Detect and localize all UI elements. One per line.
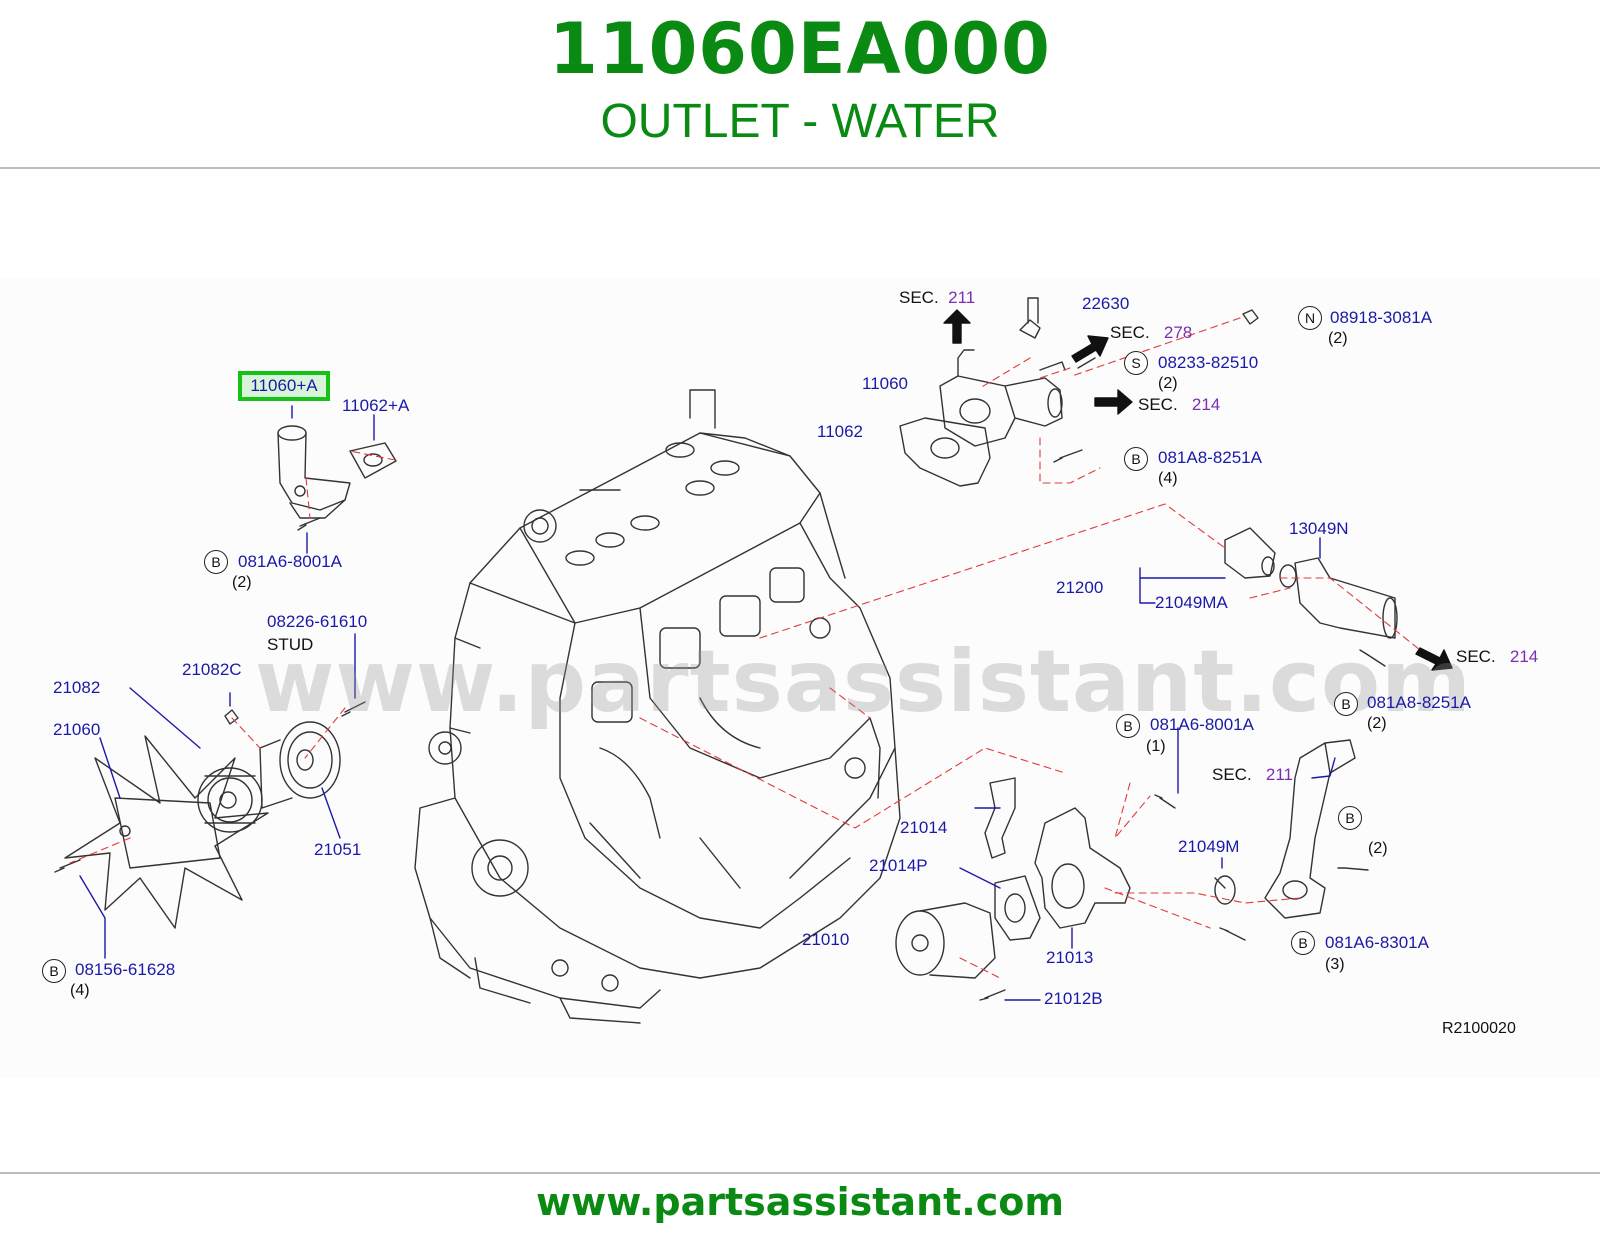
label-21049MA[interactable]: 21049MA [1155, 593, 1228, 612]
label-21012B[interactable]: 21012B [1044, 989, 1103, 1008]
sec-word: SEC. [1456, 647, 1496, 666]
highlighted-part-text: 11060+A [250, 376, 318, 395]
marker-n: N [1298, 306, 1322, 330]
sec-number: 211 [1265, 765, 1293, 784]
marker-b: B [42, 959, 66, 983]
label-11062[interactable]: 11062 [817, 422, 864, 441]
header-divider [0, 167, 1600, 169]
label-08233-82510[interactable]: 08233-82510 [1158, 353, 1259, 372]
sec-number: 214 [1191, 395, 1221, 414]
label-21013[interactable]: 21013 [1046, 948, 1094, 967]
thermostat-housing-drawing [899, 297, 1259, 487]
part-number-title: 11060EA000 [549, 8, 1051, 90]
diagram-reference-code: R2100020 [1442, 1020, 1516, 1037]
sec-211-bottom[interactable]: SEC. 211 [1212, 765, 1293, 785]
sec-word: SEC. [1212, 765, 1252, 784]
label-08226-61610[interactable]: 08226-61610 [267, 612, 368, 631]
marker-b: B [1291, 931, 1315, 955]
marker-b: B [1116, 714, 1140, 738]
fan-assembly-drawing [54, 633, 366, 959]
label-081A6-8301A[interactable]: 081A6-8301A [1325, 933, 1429, 952]
marker-b: B [204, 550, 228, 574]
sec-word: SEC. [899, 288, 939, 307]
qty-b-pipe: (2) [1368, 840, 1388, 857]
highlighted-part-label[interactable]: 11060+A [238, 371, 330, 401]
label-22630[interactable]: 22630 [1082, 294, 1130, 313]
label-081A6-8001A-mid[interactable]: 081A6-8001A [1150, 715, 1254, 734]
label-081A6-8001A-top[interactable]: 081A6-8001A [238, 552, 342, 571]
sec-278[interactable]: SEC. 278 [1110, 323, 1192, 343]
label-21014P[interactable]: 21014P [869, 856, 928, 875]
dashed-leaders [69, 317, 1421, 979]
section-arrows [943, 309, 1453, 671]
qty-08156-61628: (4) [70, 982, 90, 999]
sec-211-top[interactable]: SEC. 211 [899, 288, 975, 308]
label-11060[interactable]: 11060 [862, 374, 909, 393]
label-21010[interactable]: 21010 [802, 930, 850, 949]
page-header: 11060EA000 OUTLET - WATER [0, 0, 1600, 168]
label-08156-61628[interactable]: 08156-61628 [75, 960, 176, 979]
part-name-subtitle: OUTLET - WATER [600, 95, 1000, 148]
label-21060[interactable]: 21060 [53, 720, 101, 739]
qty-081A8-8251A-top: (4) [1158, 470, 1178, 487]
label-13049N[interactable]: 13049N [1289, 519, 1349, 538]
sec-number: 278 [1163, 323, 1193, 342]
label-08918-3081A[interactable]: 08918-3081A [1330, 308, 1433, 327]
label-21200[interactable]: 21200 [1056, 578, 1104, 597]
label-21014[interactable]: 21014 [900, 818, 948, 837]
label-081A8-8251A-top[interactable]: 081A8-8251A [1158, 448, 1262, 467]
footer-divider [0, 1172, 1600, 1174]
water-pump-drawing [895, 727, 1369, 1001]
label-21049M[interactable]: 21049M [1178, 837, 1240, 856]
sec-number: 211 [948, 288, 976, 307]
sec-word: SEC. [1138, 395, 1178, 414]
thermostat-drawing [1139, 527, 1398, 667]
engine-block-drawing [414, 389, 901, 1024]
marker-b: B [1334, 692, 1358, 716]
sec-number: 214 [1509, 647, 1539, 666]
marker-b: B [1338, 806, 1362, 830]
sec-214-right[interactable]: SEC. 214 [1456, 647, 1538, 667]
qty-081A6-8001A-mid: (1) [1146, 738, 1166, 755]
qty-08918-3081A: (2) [1328, 330, 1348, 347]
water-outlet-left-drawing [277, 405, 397, 554]
label-21051[interactable]: 21051 [314, 840, 362, 859]
sec-word: SEC. [1110, 323, 1150, 342]
qty-081A8-8251A-right: (2) [1367, 715, 1387, 732]
label-11062A[interactable]: 11062+A [342, 396, 410, 415]
diagram-drawing [54, 297, 1453, 1024]
label-21082[interactable]: 21082 [53, 678, 101, 697]
label-21082C[interactable]: 21082C [182, 660, 242, 679]
qty-08233-82510: (2) [1158, 375, 1178, 392]
label-081A8-8251A-right[interactable]: 081A8-8251A [1367, 693, 1471, 712]
qty-081A6-8301A: (3) [1325, 956, 1345, 973]
sec-214-top[interactable]: SEC. 214 [1138, 395, 1220, 415]
marker-s: S [1124, 351, 1148, 375]
footer-url[interactable]: www.partsassistant.com [536, 1180, 1064, 1224]
qty-081A6-8001A-top: (2) [232, 574, 252, 591]
parts-diagram: www.partsassistant.com 11060+A 11062+A B… [0, 278, 1600, 1078]
label-stud: STUD [267, 635, 314, 654]
marker-b: B [1124, 447, 1148, 471]
